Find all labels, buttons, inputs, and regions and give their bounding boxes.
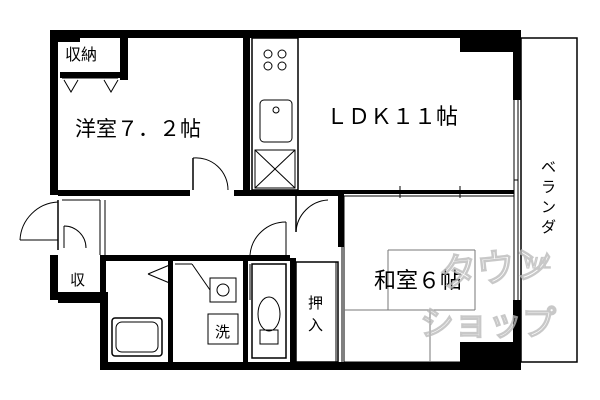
door-ldk	[295, 196, 329, 233]
toilet-icon	[249, 263, 287, 359]
door-storage-small	[63, 225, 87, 249]
label-ldk: ＬＤＫ１１帖	[326, 105, 458, 130]
watermark-sub: W/L	[524, 256, 551, 272]
entrance-door	[19, 199, 106, 255]
bathtub-icon	[111, 317, 163, 357]
label-oshiire-2: 入	[308, 316, 323, 334]
label-washer: 洗	[215, 323, 230, 341]
watermark: タウン ショップ W/L	[419, 240, 556, 345]
kitchen-counter	[251, 37, 299, 191]
door-western	[192, 157, 229, 191]
tatami-mats	[341, 186, 515, 363]
label-veranda-2: ラ	[541, 178, 556, 196]
sink-icon	[259, 99, 293, 143]
label-oshiire-1: 押	[308, 294, 323, 312]
label-western-room: 洋室７．２帖	[75, 117, 201, 141]
oshiire-closet	[295, 261, 339, 363]
label-japanese-room: 和室６帖	[374, 269, 462, 294]
fridge-space	[254, 149, 296, 189]
washing-machine-icon	[207, 313, 239, 345]
door-hall	[249, 221, 287, 256]
label-veranda-1: ベ	[541, 158, 556, 176]
label-storage-small: 収	[70, 271, 85, 289]
closet-doors	[62, 77, 119, 93]
outer-walls	[50, 30, 521, 370]
door-bath	[147, 263, 173, 285]
wash-basin-icon	[209, 277, 237, 303]
door-washroom	[175, 263, 211, 291]
label-closet-top: 収納	[65, 45, 97, 64]
stove-icon	[263, 49, 287, 71]
veranda-area	[520, 37, 578, 363]
label-veranda-4: ダ	[541, 218, 556, 236]
interior-walls	[58, 38, 514, 362]
label-veranda-3: ン	[541, 198, 556, 216]
watermark-line2: ショップ	[420, 304, 556, 344]
